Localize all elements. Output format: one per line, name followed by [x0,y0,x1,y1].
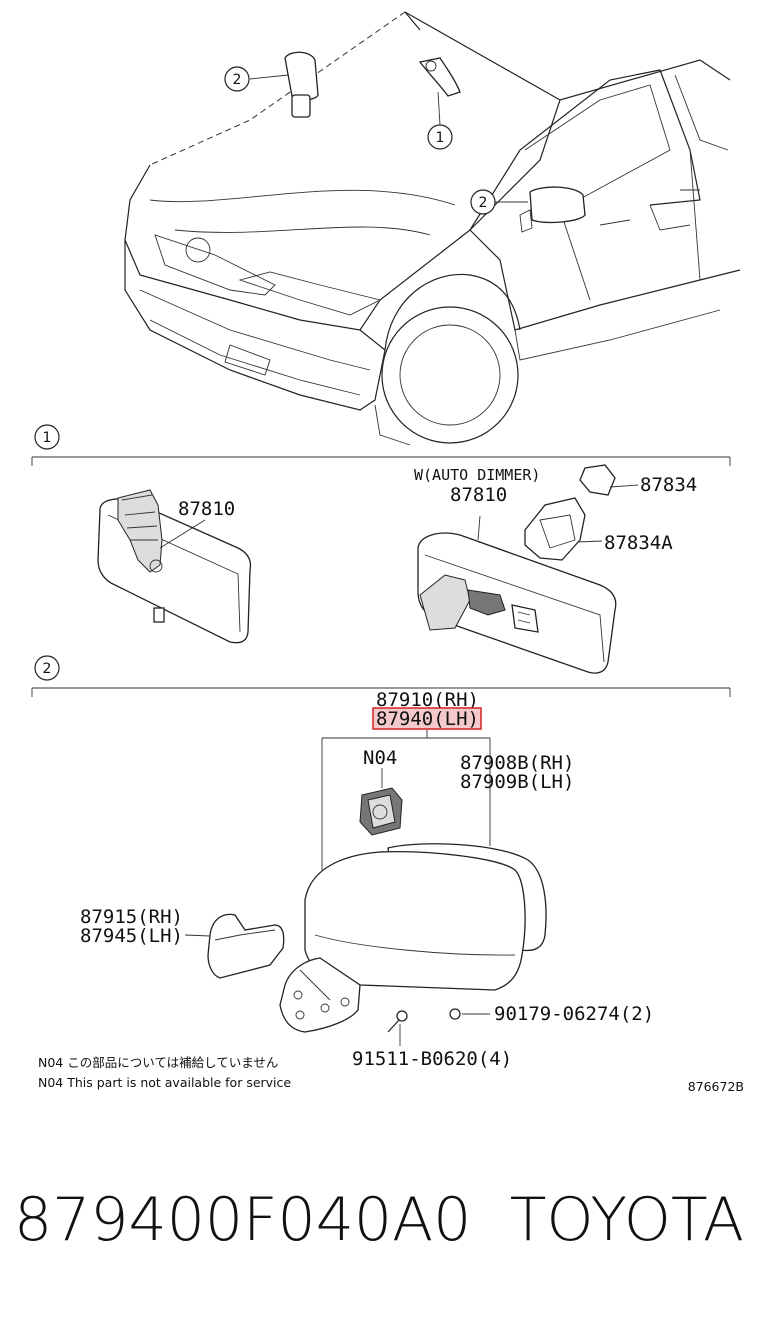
label-screw: 90179-06274(2) [494,1003,654,1025]
car-illustration [124,11,741,446]
label-87810-right: 87810 [450,484,507,506]
label-assy-lh: 87940(LH) [376,708,479,730]
bracket-87834A-drawing [524,497,603,561]
section-1-header: 1 [31,424,731,466]
bolt-drawing [387,1010,408,1046]
label-auto-dimmer: W(AUTO DIMMER) [414,466,540,484]
section-2-header: 2 [31,655,731,697]
diagram-code: 876672B [688,1079,744,1094]
base-cover-drawing [207,913,285,979]
callout-1-upper: 1 [427,124,453,150]
callout-2-door: 2 [470,189,496,215]
brand-name: TOYOTA [509,1185,744,1255]
footer: 879400F040A0 TOYOTA [0,1185,760,1295]
svg-text:2: 2 [43,661,52,677]
note-jp: N04 この部品については補給していません [38,1055,278,1070]
motor-N04-drawing [359,787,403,836]
label-base-cover-lh: 87945(LH) [80,925,183,947]
screw-drawing [449,1008,490,1020]
label-base-cover-rh: 87915(RH) [80,906,183,928]
svg-text:1: 1 [436,130,445,146]
inner-mirror-autodimmer-drawing [417,515,617,674]
callout-2-upper: 2 [224,66,250,92]
svg-text:2: 2 [479,195,488,211]
inner-mirror-left-drawing [97,489,252,644]
note-en: N04 This part is not available for servi… [38,1075,291,1090]
highlight-box [372,707,482,730]
label-cover-rh: 87908B(RH) [460,752,574,774]
label-N04: N04 [363,747,397,769]
svg-text:2: 2 [233,72,242,88]
label-assy-rh: 87910(RH) [376,689,479,711]
label-bolt: 91511-B0620(4) [352,1048,512,1070]
svg-text:1: 1 [43,430,52,446]
part-number: 879400F040A0 [14,1185,472,1255]
parts-diagram: 2 1 2 1 87810 W(AUTO DIMMER) 878 [31,11,744,1094]
door-mirror-drawing [279,843,547,1033]
bracket-87834-drawing [579,464,639,496]
label-87834A: 87834A [604,532,673,554]
label-87834: 87834 [640,474,697,496]
label-87810-left: 87810 [178,498,235,520]
label-cover-lh: 87909B(LH) [460,771,574,793]
